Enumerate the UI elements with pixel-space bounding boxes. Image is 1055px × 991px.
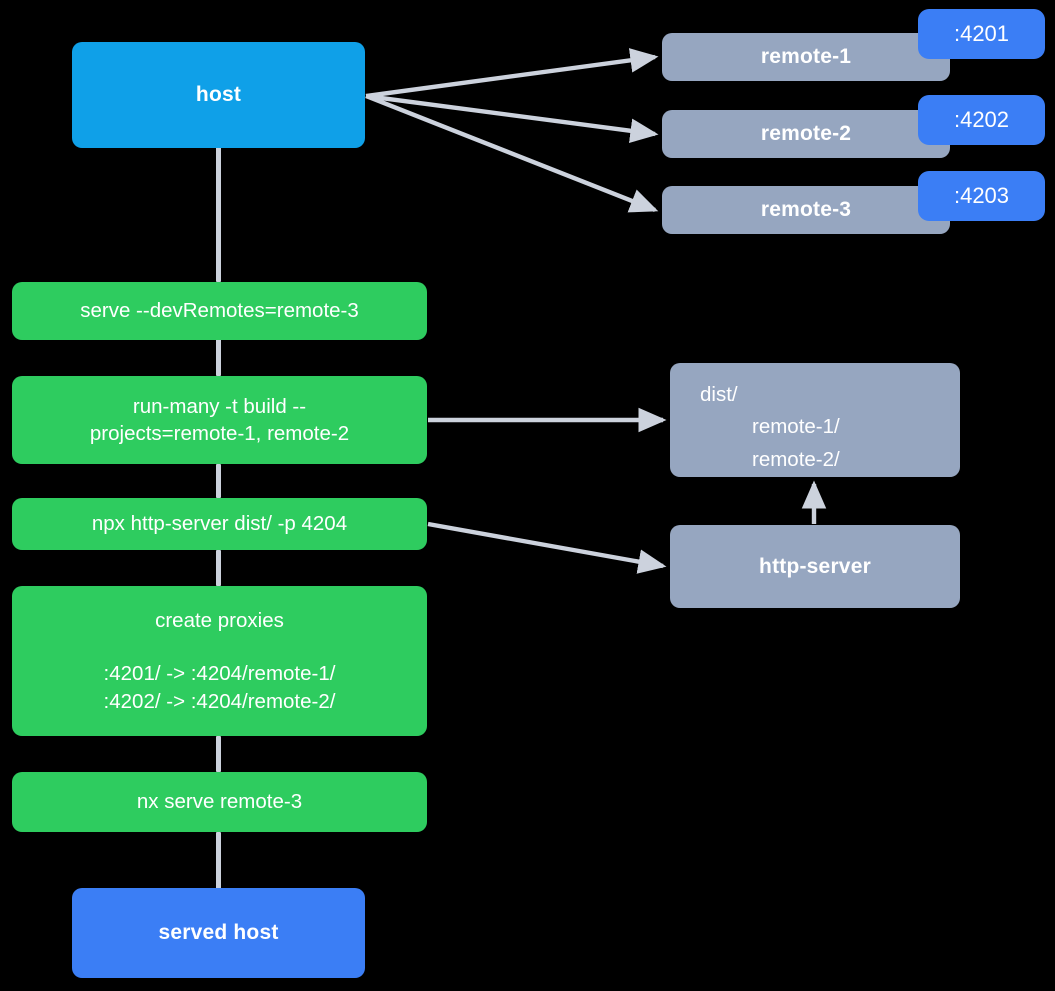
spine-npx-to-proxies xyxy=(216,550,221,586)
node-remote-3-label: remote-3 xyxy=(760,198,852,222)
node-remote-1[interactable]: remote-1 xyxy=(662,33,950,81)
badge-port-4203-label: :4203 xyxy=(953,183,1010,209)
node-command-create-proxies[interactable]: create proxies :4201/ -> :4204/remote-1/… xyxy=(12,586,427,736)
node-served-host-label: served host xyxy=(158,921,279,945)
node-host[interactable]: host xyxy=(72,42,365,148)
spine-runmany-to-npx xyxy=(216,464,221,498)
command-run-many-line1: run-many -t build -- xyxy=(132,394,307,418)
dist-child-2-label: remote-2/ xyxy=(752,447,840,471)
node-command-nx-serve-remote-3[interactable]: nx serve remote-3 xyxy=(12,772,427,832)
node-served-host[interactable]: served host xyxy=(72,888,365,978)
node-command-serve-devremotes[interactable]: serve --devRemotes=remote-3 xyxy=(12,282,427,340)
edge-host-to-remote-2 xyxy=(365,93,659,144)
node-remote-1-label: remote-1 xyxy=(760,45,852,69)
spine-serve-to-runmany xyxy=(216,338,221,376)
node-host-label: host xyxy=(195,83,242,107)
badge-port-4201[interactable]: :4201 xyxy=(918,9,1045,59)
badge-port-4201-label: :4201 xyxy=(953,21,1010,47)
badge-port-4202[interactable]: :4202 xyxy=(918,95,1045,145)
badge-port-4203[interactable]: :4203 xyxy=(918,171,1045,221)
node-remote-2-label: remote-2 xyxy=(760,122,852,146)
spine-nxserve-to-servedhost xyxy=(216,832,221,890)
command-create-proxies-title: create proxies xyxy=(155,609,284,633)
badge-port-4202-label: :4202 xyxy=(953,107,1010,133)
edge-npx-to-httpserver xyxy=(427,521,667,574)
node-command-run-many[interactable]: run-many -t build -- projects=remote-1, … xyxy=(12,376,427,464)
node-dist-folder[interactable]: dist/ remote-1/ remote-2/ xyxy=(670,363,960,477)
command-serve-devremotes-line1: serve --devRemotes=remote-3 xyxy=(80,299,359,323)
spine-host-to-serve xyxy=(216,146,221,282)
command-nx-serve-remote-3-line1: nx serve remote-3 xyxy=(136,790,303,814)
spine-proxies-to-nxserve xyxy=(216,736,221,772)
edge-host-to-remote-3 xyxy=(365,93,659,213)
node-remote-2[interactable]: remote-2 xyxy=(662,110,950,158)
command-create-proxies-map-1: :4201/ -> :4204/remote-1/ xyxy=(103,662,336,686)
edge-host-to-remote-1 xyxy=(365,48,659,99)
dist-root-label: dist/ xyxy=(700,383,738,406)
node-http-server[interactable]: http-server xyxy=(670,525,960,608)
node-command-npx-http-server[interactable]: npx http-server dist/ -p 4204 xyxy=(12,498,427,550)
node-remote-3[interactable]: remote-3 xyxy=(662,186,950,234)
node-http-server-label: http-server xyxy=(759,554,871,578)
command-npx-http-server-line1: npx http-server dist/ -p 4204 xyxy=(91,512,348,536)
dist-child-1-label: remote-1/ xyxy=(752,415,840,439)
command-create-proxies-map-2: :4202/ -> :4204/remote-2/ xyxy=(103,689,336,713)
command-run-many-line2: projects=remote-1, remote-2 xyxy=(89,422,350,445)
